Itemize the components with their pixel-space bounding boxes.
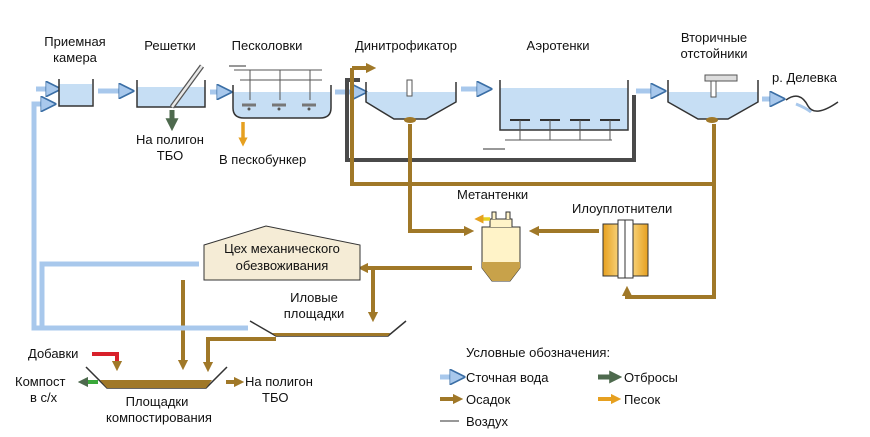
- legend-waste-label: Отбросы: [624, 370, 678, 385]
- label-sludge-beds-2: площадки: [284, 306, 344, 321]
- label-landfill-1: На полигон: [136, 132, 204, 147]
- label-sand-bunker: В пескобункер: [219, 152, 306, 167]
- thickener-tank: [602, 219, 649, 279]
- legend-sludge-label: Осадок: [466, 392, 511, 407]
- label-denitrifier: Динитрофикатор: [355, 38, 457, 53]
- reception-chamber: [58, 79, 94, 107]
- label-sludge-beds-1: Иловые: [290, 290, 338, 305]
- return-water-line-inner: [39, 261, 199, 328]
- sand-traps-tank: [232, 69, 332, 119]
- sludge-line-denitrifier: [408, 124, 475, 237]
- label-landfill2-2: ТБО: [262, 390, 288, 405]
- label-secondary-2: отстойники: [681, 46, 748, 61]
- label-composting-1: Площадки: [126, 394, 189, 409]
- return-water-line-outer: [31, 104, 248, 331]
- label-additives: Добавки: [28, 346, 78, 361]
- label-dewatering-1: Цех механического: [224, 241, 340, 256]
- label-aerotanks: Аэротенки: [527, 38, 590, 53]
- label-dewatering-2: обезвоживания: [236, 258, 329, 273]
- label-reception-1: Приемная: [44, 34, 105, 49]
- denitrifier-tank: [365, 79, 457, 123]
- label-secondary-1: Вторичные: [681, 30, 747, 45]
- label-river: р. Делевка: [772, 70, 838, 85]
- legend-air-label: Воздух: [466, 414, 509, 429]
- label-screens: Решетки: [144, 38, 195, 53]
- sludge-line-top: [350, 68, 716, 299]
- label-thickeners: Илоуплотнители: [572, 201, 672, 216]
- composting-area: [85, 366, 228, 389]
- sludge-line-beds-out: [202, 337, 276, 373]
- sludge-beds: [249, 320, 407, 337]
- dewatering-building: [203, 225, 361, 281]
- label-sand-traps: Песколовки: [232, 38, 303, 53]
- label-landfill-2: ТБО: [157, 148, 183, 163]
- aerotanks-tank: [499, 80, 629, 141]
- legend-wastewater-label: Сточная вода: [466, 370, 549, 385]
- secondary-clarifier: [667, 74, 759, 123]
- digester-tank: [481, 211, 521, 282]
- legend-title: Условные обозначения:: [466, 345, 610, 360]
- label-digesters: Метантенки: [457, 187, 528, 202]
- river-icon: [785, 95, 839, 112]
- label-compost-1: Компост: [15, 374, 66, 389]
- label-composting-2: компостирования: [106, 410, 212, 425]
- label-landfill2-1: На полигон: [245, 374, 313, 389]
- screens-tank: [136, 64, 206, 109]
- label-compost-2: в с/х: [30, 390, 58, 405]
- additives-arrow: [92, 352, 123, 372]
- label-reception-2: камера: [53, 50, 98, 65]
- legend-sand-label: Песок: [624, 392, 660, 407]
